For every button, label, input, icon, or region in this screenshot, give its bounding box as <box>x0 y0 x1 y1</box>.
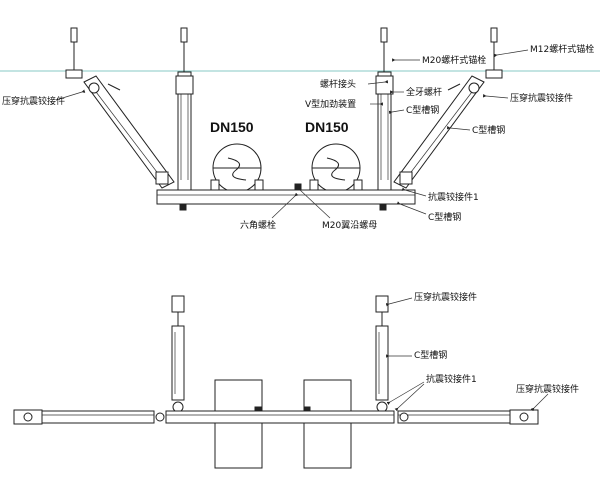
label-seismic-hinge-1: 抗震铰接件1 <box>428 191 479 203</box>
diagonal-brace-right <box>393 75 485 189</box>
pipe-size-label-1: DN150 <box>210 119 254 135</box>
vertical-channel-left <box>175 71 194 191</box>
label-m20-flange-nut: M20翼沿螺母 <box>322 220 377 231</box>
pipe-clamp-left <box>210 143 264 193</box>
anchor-bolt-2 <box>180 27 188 72</box>
vertical-hanger-left <box>171 295 185 413</box>
leader-lines-bottom <box>385 297 549 412</box>
bottom-c-channel <box>156 183 416 211</box>
label-c-channel-diag: C型槽钢 <box>472 124 505 136</box>
top-view: DN150 DN150 M20螺杆式锚栓 M12螺杆式锚栓 压穿抗震铰接件 螺杆… <box>0 27 600 231</box>
pipe-clamp-right <box>309 143 363 193</box>
side-brace-right <box>397 409 539 425</box>
label-press-hinge-left: 压穿抗震铰接件 <box>2 95 65 107</box>
ceiling-bracket-left <box>65 69 83 79</box>
label-v-stiffener: V型加劲装置 <box>305 98 356 110</box>
anchor-bolt-1 <box>70 27 78 72</box>
diagonal-brace-left <box>83 75 175 189</box>
leader-lines-top <box>55 49 529 219</box>
pipe-right <box>303 379 352 469</box>
label-press-hinge-top: 压穿抗震铰接件 <box>414 291 477 303</box>
label-c-channel-bottom: C型槽钢 <box>428 211 461 223</box>
vertical-hanger-right <box>375 295 389 413</box>
label-rod-joint: 螺杆接头 <box>320 78 356 90</box>
anchor-bolt-3 <box>380 27 388 72</box>
pipe-left <box>214 379 263 469</box>
label-m12-anchor: M12螺杆式锚栓 <box>530 43 594 55</box>
bottom-view: 压穿抗震铰接件 C型槽钢 抗震铰接件1 压穿抗震铰接件 <box>13 291 579 469</box>
label-press-hinge-side: 压穿抗震铰接件 <box>516 383 579 395</box>
vertical-channel-right <box>375 71 394 191</box>
horizontal-channel <box>165 406 395 424</box>
label-m20-anchor: M20螺杆式锚栓 <box>422 54 486 66</box>
ceiling-bracket-right <box>485 69 503 79</box>
label-c-channel: C型槽钢 <box>414 349 447 361</box>
anchor-bolt-4 <box>490 27 498 72</box>
label-c-channel-upper: C型槽钢 <box>406 104 439 116</box>
label-seismic-hinge-1-bottom: 抗震铰接件1 <box>426 373 477 385</box>
label-press-hinge-right: 压穿抗震铰接件 <box>510 92 573 104</box>
pipe-size-label-2: DN150 <box>305 119 349 135</box>
side-brace-left <box>13 409 165 425</box>
label-hex-bolt: 六角螺栓 <box>240 219 276 231</box>
label-full-thread-rod: 全牙螺杆 <box>406 86 442 98</box>
